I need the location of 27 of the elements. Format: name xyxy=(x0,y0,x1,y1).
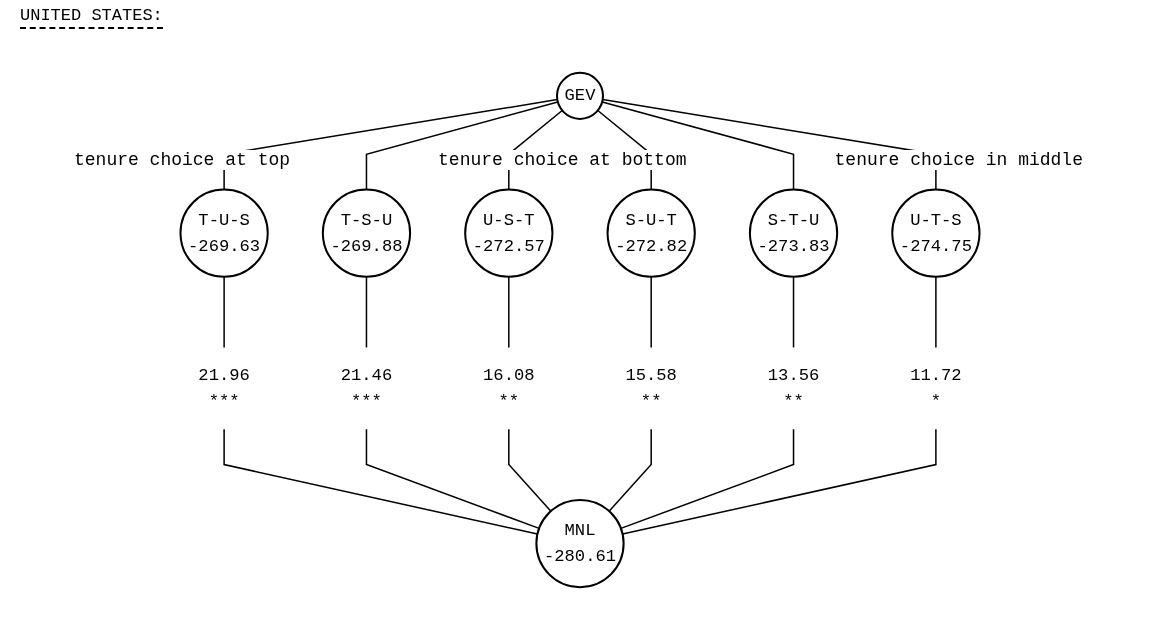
node-text: 21.96 *** xyxy=(198,365,250,411)
node-text: 16.08 ** xyxy=(483,365,535,411)
connector xyxy=(620,428,795,530)
connector xyxy=(223,428,539,535)
connector xyxy=(508,428,552,512)
connector xyxy=(365,276,368,349)
connector xyxy=(792,276,795,349)
node-circle: U-S-T -272.57 xyxy=(464,188,554,278)
node-circle: S-U-T -272.82 xyxy=(606,188,696,278)
node-text: 13.56 ** xyxy=(767,365,820,411)
node-text: 21.46 *** xyxy=(340,365,393,411)
node-circle: S-T-U -273.83 xyxy=(748,188,839,278)
node-circle: U-T-S -274.75 xyxy=(891,188,981,278)
node-text: 15.58 ** xyxy=(625,365,677,411)
connector xyxy=(508,276,510,349)
connector xyxy=(608,428,652,512)
node-text: 11.72 * xyxy=(910,365,962,411)
connector xyxy=(650,276,652,349)
connector xyxy=(365,428,540,530)
diagram-title: UNITED STATES: xyxy=(20,6,163,29)
connector xyxy=(621,428,937,535)
connector xyxy=(935,276,937,349)
node-circle: GEV xyxy=(555,71,605,120)
node-circle: T-S-U -269.88 xyxy=(321,188,412,278)
node-circle: T-U-S -269.63 xyxy=(179,188,269,278)
node-circle: MNL -280.61 xyxy=(535,498,625,589)
connector xyxy=(223,276,225,349)
